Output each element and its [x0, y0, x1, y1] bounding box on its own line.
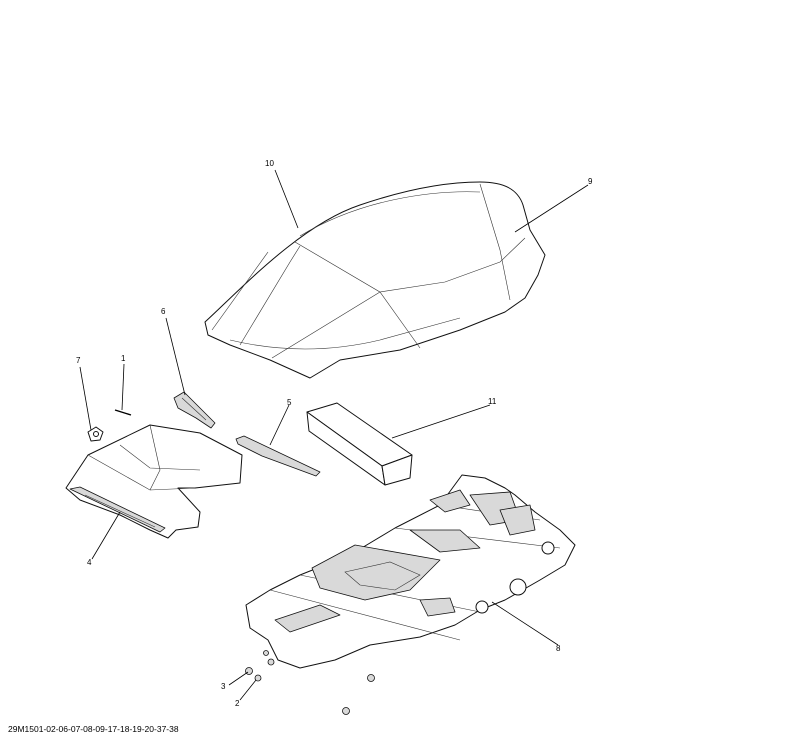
- bracket-part-6: [173, 391, 216, 429]
- clip-part-7: [87, 426, 104, 442]
- seat-cover-part: [204, 181, 546, 379]
- callout-11: 11: [488, 397, 497, 406]
- callout-4: 4: [87, 558, 92, 567]
- strip-part-5: [235, 435, 321, 477]
- callout-8: 8: [556, 644, 561, 653]
- callout-3: 3: [221, 682, 226, 691]
- callout-2: 2: [235, 699, 240, 708]
- seat-base-part: [245, 474, 576, 669]
- front-base-panel-part: [65, 424, 243, 539]
- callout-5: 5: [287, 398, 292, 407]
- hardware-nuts: [245, 650, 375, 715]
- callout-7: 7: [76, 356, 81, 365]
- rod-part-1: [114, 409, 132, 416]
- foam-block-part: [306, 402, 413, 486]
- callout-6: 6: [161, 307, 166, 316]
- callout-1: 1: [121, 354, 126, 363]
- leader-lines: [79, 169, 589, 701]
- callout-labels: 10 9 6 7 1 5 11 4 8 3 2: [76, 159, 593, 708]
- callout-10: 10: [265, 159, 274, 168]
- diagram-reference-code: 29M1501-02-06-07-08-09-17-18-19-20-37-38: [8, 724, 179, 734]
- callout-9: 9: [588, 177, 593, 186]
